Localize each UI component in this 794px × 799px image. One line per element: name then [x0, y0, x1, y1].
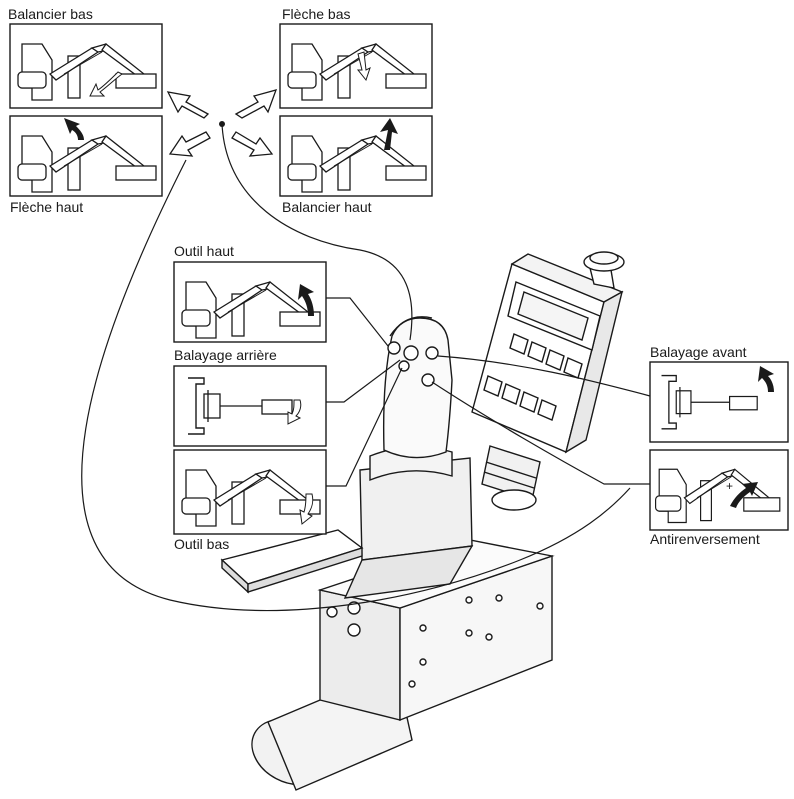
label-outil-haut: Outil haut: [174, 243, 234, 259]
plus-sign: +: [726, 479, 733, 493]
label-outil-bas: Outil bas: [174, 536, 229, 552]
label-fleche-bas: Flèche bas: [282, 6, 350, 22]
panel-balayage-avant: [650, 362, 788, 442]
arrow-down-right-icon: [232, 132, 272, 156]
panel-outil-haut: [174, 262, 326, 342]
label-balayage-arriere: Balayage arrière: [174, 347, 277, 363]
panel-balancier-bas: [10, 24, 162, 108]
panel-outil-bas: [174, 450, 326, 534]
panel-fleche-haut: [10, 116, 162, 196]
label-balayage-avant: Balayage avant: [650, 344, 747, 360]
panel-balancier-haut: [280, 116, 432, 196]
arrow-up-right-icon: [236, 90, 276, 118]
panel-balayage-arriere: [174, 366, 326, 446]
label-balancier-bas: Balancier bas: [8, 6, 93, 22]
label-antirenversement: Antirenversement: [650, 531, 760, 547]
panel-antirenversement: +: [650, 450, 788, 530]
label-balancier-haut: Balancier haut: [282, 199, 372, 215]
pivot-dot: [219, 121, 225, 127]
arrow-down-left-icon: [170, 132, 210, 156]
arrow-up-left-icon: [168, 92, 208, 118]
label-fleche-haut: Flèche haut: [10, 199, 83, 215]
panel-fleche-bas: [280, 24, 432, 108]
